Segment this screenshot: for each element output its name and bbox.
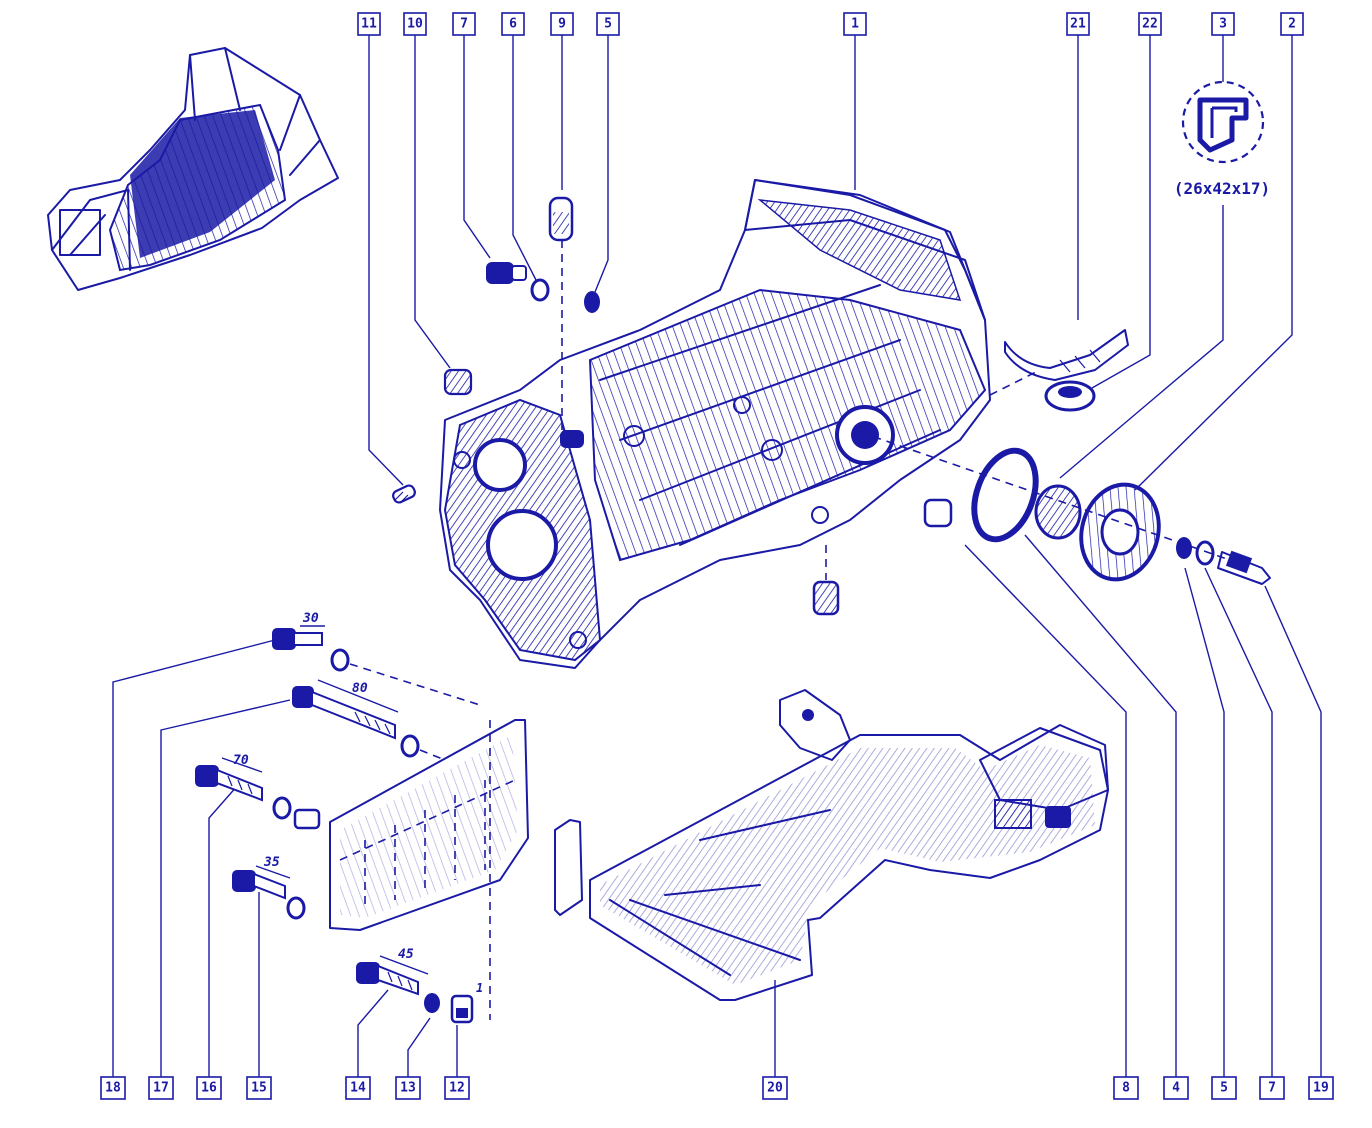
callout-top-2: 2 xyxy=(1280,12,1304,36)
callout-top-10: 10 xyxy=(403,12,427,36)
callout-bottom-14: 14 xyxy=(345,1076,371,1100)
svg-text:45: 45 xyxy=(398,947,414,962)
svg-text:80: 80 xyxy=(352,681,368,696)
svg-text:4: 4 xyxy=(1172,1081,1180,1096)
callout-bottom-8: 8 xyxy=(1113,1076,1139,1100)
callout-top-11: 11 xyxy=(357,12,381,36)
svg-text:11: 11 xyxy=(361,17,377,32)
callout-top-3: 3 xyxy=(1211,12,1235,36)
callout-bottom-19: 19 xyxy=(1308,1076,1334,1100)
callout-bottom-7: 7 xyxy=(1259,1076,1285,1100)
callout-top-1: 1 xyxy=(843,12,867,36)
callout-top-7: 7 xyxy=(452,12,476,36)
bolt-80: 80 xyxy=(292,679,446,761)
svg-text:22: 22 xyxy=(1142,17,1158,32)
svg-text:7: 7 xyxy=(460,17,468,32)
callout-top-22: 22 xyxy=(1138,12,1162,36)
callout-bottom-18: 18 xyxy=(100,1076,126,1100)
seal-size-label: (26x42x17) xyxy=(1174,179,1270,198)
callout-top-6: 6 xyxy=(501,12,525,36)
svg-text:18: 18 xyxy=(105,1081,121,1096)
bolts-and-cover-plate: 30 80 70 35 xyxy=(195,611,529,1024)
svg-text:8: 8 xyxy=(1122,1081,1130,1096)
svg-text:5: 5 xyxy=(604,17,612,32)
svg-text:1: 1 xyxy=(851,17,859,32)
sump-tray xyxy=(554,689,1109,1001)
bolt-35: 35 xyxy=(232,855,306,920)
svg-text:21: 21 xyxy=(1070,17,1086,32)
callout-bottom-15: 15 xyxy=(246,1076,272,1100)
callout-bottom-5: 5 xyxy=(1211,1076,1237,1100)
svg-text:19: 19 xyxy=(1313,1081,1329,1096)
svg-text:30: 30 xyxy=(302,611,319,626)
callout-top-5: 5 xyxy=(596,12,620,36)
svg-text:3: 3 xyxy=(1219,17,1227,32)
svg-text:20: 20 xyxy=(767,1081,783,1096)
gearbox-overview-illustration xyxy=(47,47,339,291)
svg-text:6: 6 xyxy=(509,17,517,32)
svg-text:5: 5 xyxy=(1220,1081,1228,1096)
svg-text:15: 15 xyxy=(251,1081,267,1096)
callout-top-21: 21 xyxy=(1066,12,1090,36)
gearbox-housing xyxy=(439,179,991,669)
dowel-12: 1 xyxy=(450,720,491,1024)
svg-text:7: 7 xyxy=(1268,1081,1276,1096)
callout-bottom-17: 17 xyxy=(148,1076,174,1100)
svg-text:16: 16 xyxy=(201,1081,217,1096)
svg-text:10: 10 xyxy=(407,17,423,32)
svg-text:12: 12 xyxy=(449,1081,465,1096)
svg-text:70: 70 xyxy=(233,753,249,768)
svg-text:1: 1 xyxy=(476,981,483,995)
callout-bottom-4: 4 xyxy=(1163,1076,1189,1100)
svg-text:9: 9 xyxy=(558,17,566,32)
callout-bottom-20: 20 xyxy=(762,1076,788,1100)
callout-bottom-12: 12 xyxy=(444,1076,470,1100)
oil-seal-detail: (26x42x17) xyxy=(1174,80,1270,198)
leader-lines xyxy=(112,35,1322,1077)
bolt-45: 45 xyxy=(356,947,440,1013)
svg-text:17: 17 xyxy=(153,1081,169,1096)
svg-text:14: 14 xyxy=(350,1081,366,1096)
svg-text:35: 35 xyxy=(263,855,280,870)
svg-text:2: 2 xyxy=(1288,17,1296,32)
callout-bottom-13: 13 xyxy=(395,1076,421,1100)
bolt-70: 70 xyxy=(195,753,321,830)
svg-text:13: 13 xyxy=(400,1081,416,1096)
housing-small-parts xyxy=(392,196,1271,616)
callout-top-9: 9 xyxy=(550,12,574,36)
callout-bottom-16: 16 xyxy=(196,1076,222,1100)
bolt-30: 30 xyxy=(272,611,481,706)
